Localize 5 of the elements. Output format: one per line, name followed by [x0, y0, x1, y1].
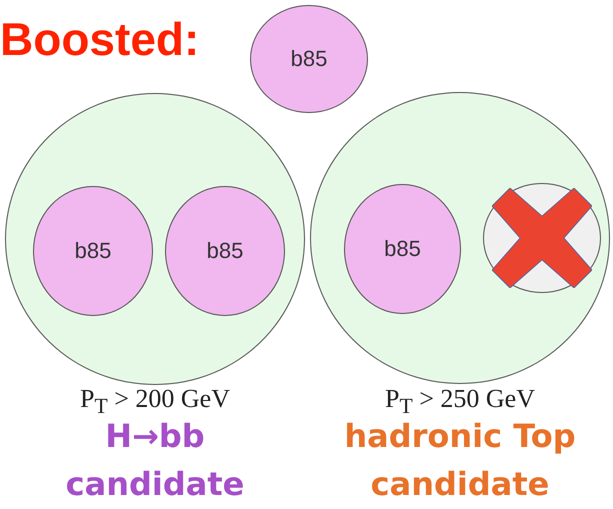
jet-label: b85: [290, 46, 328, 72]
jet-label: b85: [384, 236, 421, 262]
title: Boosted:: [0, 12, 200, 66]
jet-label: b85: [206, 238, 244, 264]
jet-label: b85: [74, 238, 112, 264]
